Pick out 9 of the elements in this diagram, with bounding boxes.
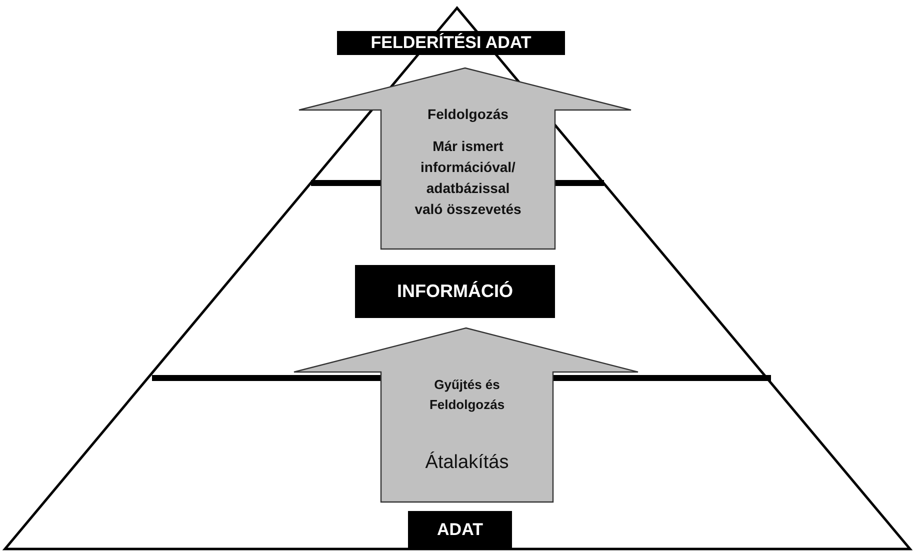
arrow-text: Feldolgozás: [426, 105, 510, 123]
arrow-text: Gyűjtés és Feldolgozás: [429, 376, 505, 414]
arrow-text: Átalakítás: [424, 451, 510, 474]
arrow-text: Már ismert információval/ adatbázissal való összevetés: [414, 137, 522, 219]
level-label: ADAT: [408, 511, 512, 549]
block-arrow: [293, 327, 639, 503]
block-arrow: [298, 67, 632, 250]
level-label: FELDERÍTÉSI ADAT: [337, 31, 565, 55]
level-label: INFORMÁCIÓ: [355, 265, 555, 318]
